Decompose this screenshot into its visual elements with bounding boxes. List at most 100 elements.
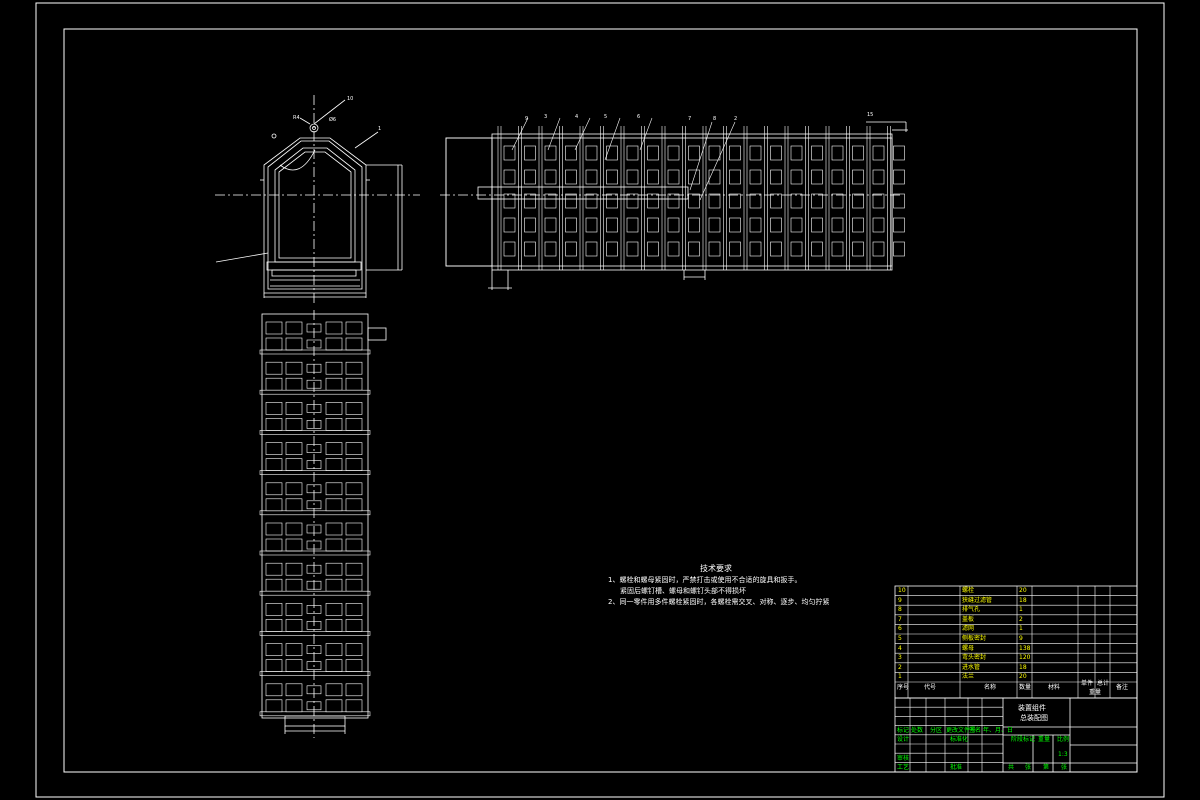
grid-cell [285,619,303,632]
drawing-title-line2: 总装配图 [1020,714,1048,722]
drawing-frame [63,28,1138,773]
grid-cell [811,193,823,209]
grid-cell [811,217,823,233]
grid-cell [770,169,782,185]
grid-cell [852,145,864,161]
grid-cell [688,193,700,209]
tb-scale-value: 1:3 [1058,751,1068,758]
bom-row-name: 排气孔 [962,606,981,614]
grid-cell [306,685,322,695]
grid-cell [285,442,303,455]
grid-cell [306,564,322,574]
title-block [894,697,1138,773]
grid-cell [626,193,639,209]
grid-cell [544,169,557,185]
grid-cell [585,241,598,257]
tb-standard: 标准化 [950,736,969,743]
grid-cell [306,500,322,510]
grid-cell [306,645,322,654]
flange-band [259,631,371,636]
bom-row-qty: 18 [1019,596,1027,604]
grid-cell [893,241,905,257]
grid-cell [345,418,363,431]
grid-cell [893,169,905,185]
grid-cell [285,562,303,576]
tb-date: 年、月、日 [983,727,1014,734]
grid-cell [790,193,803,209]
grid-cell [893,217,905,233]
bom-row-no: 8 [898,606,902,614]
flange-band [259,510,371,516]
bom-row-qty: 18 [1019,663,1027,671]
grid-cell [306,524,322,534]
tb-sheet-2: 张 [1025,764,1032,771]
grid-cell [811,241,823,257]
grid-cell [265,562,283,576]
grid-cell [503,217,516,233]
grid-cell [770,145,782,161]
bom-row-name: 盖板 [962,615,975,623]
grid-cell [285,603,303,616]
grid-cell [852,169,864,185]
grid-cell [872,169,885,185]
bom-row-no: 3 [898,654,902,662]
grid-cell [688,169,700,185]
grid-cell [872,193,885,209]
grid-cell [606,193,618,209]
grid-cell [285,337,303,351]
tb-approve: 批准 [950,764,963,771]
grid-cell [503,169,516,185]
leader-line [604,117,621,161]
grid-cell [626,217,639,233]
tb-sheet-3: 第 [1043,764,1050,771]
bom-row-qty: 1 [1019,606,1023,614]
bom-row-qty: 138 [1019,644,1031,652]
grid-cell [626,169,639,185]
bom-row-qty: 20 [1019,587,1027,594]
grid-cell [265,337,283,351]
leader-line [547,117,561,151]
grid-cell [852,217,864,233]
grid-cell [770,241,782,257]
grid-cell [345,603,363,616]
grid-cell [325,699,343,713]
bom-row-no: 1 [898,673,902,681]
grid-cell [667,169,680,185]
grid-cell [285,482,303,496]
tb-sheet-4: 张 [1061,764,1068,771]
callout-label: 10 [347,96,354,102]
grid-cell [872,241,885,257]
drawing-title-line1: 装置组件 [1018,704,1046,712]
tb-stage: 阶段标记 [1011,736,1036,743]
tb-count: 处数 [911,727,924,734]
callout-label: 2 [734,116,738,122]
grid-cell [345,321,363,335]
grid-cell [325,337,343,351]
grid-cell [872,217,885,233]
grid-cell [831,241,844,257]
grid-cell [345,522,363,536]
flange-band [259,711,371,717]
grid-cell [325,619,343,632]
bom-row-no: 7 [898,615,902,623]
grid-cell [667,241,680,257]
grid-cell [265,683,283,697]
grid-cell [524,241,536,257]
grid-cell [647,193,659,209]
grid-cell [708,241,721,257]
grid-cell [265,482,283,496]
grid-cell [749,169,762,185]
grid-cell [265,321,283,335]
grid-cell [729,145,741,161]
grid-cell [585,145,598,161]
tb-sheet-1: 共 [1008,764,1015,771]
grid-cell [265,619,283,632]
side-section-view [215,95,420,305]
grid-cell [565,241,577,257]
grid-cell [585,193,598,209]
flange-band [259,470,371,475]
grid-cell [345,482,363,496]
grid-cell [265,643,283,656]
callout-label: 15 [867,112,874,118]
grid-cell [524,193,536,209]
